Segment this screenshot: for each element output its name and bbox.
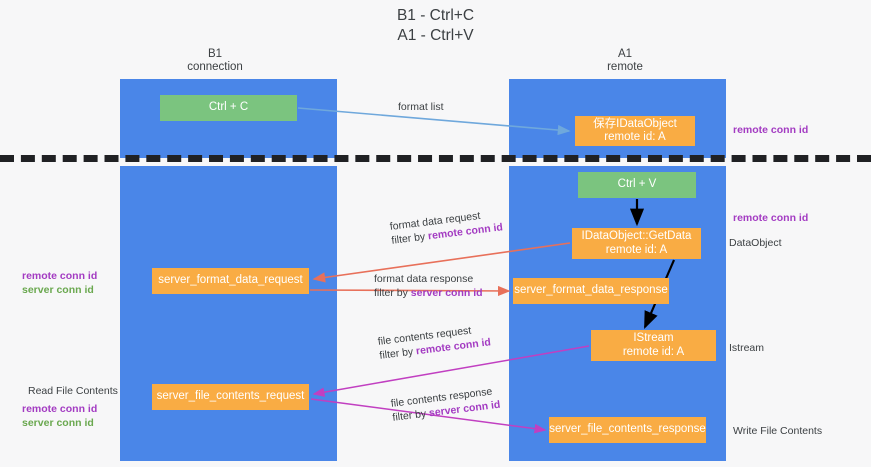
node-server-format-data-response[interactable]: server_format_data_response — [513, 278, 669, 304]
node-ctrl-c[interactable]: Ctrl + C — [160, 95, 297, 121]
node-save-idataobject[interactable]: 保存IDataObject remote id: A — [575, 116, 695, 146]
filter-key-server-conn-id: server conn id — [410, 287, 483, 299]
edge-label-format-data-response: format data response filter by server co… — [374, 272, 483, 300]
annotation-read-file-contents: Read File Contents — [28, 385, 118, 397]
annotation-remote-conn-id-a: remote conn id — [22, 270, 98, 282]
node-idataobject-getdata[interactable]: IDataObject::GetData remote id: A — [572, 228, 701, 259]
page-title: B1 - Ctrl+C A1 - Ctrl+V — [396, 7, 475, 44]
node-ctrl-v[interactable]: Ctrl + V — [578, 172, 696, 198]
node-server-file-contents-request[interactable]: server_file_contents_request — [152, 384, 309, 410]
annotation-dataobject: DataObject — [729, 237, 782, 249]
edge-label-format-data-response-line2: filter by server conn id — [374, 286, 483, 300]
edge-label-format-list-text: format list — [398, 101, 444, 113]
annotation-istream: Istream — [729, 342, 765, 354]
node-server-file-contents-response[interactable]: server_file_contents_response — [549, 417, 706, 443]
edge-label-format-list: format list — [398, 100, 444, 114]
lane-b1-lower — [120, 166, 337, 461]
edge-label-file-contents-response: file contents response filter by server … — [390, 384, 501, 425]
annotation-server-conn-id-b: server conn id — [22, 417, 94, 429]
phase-divider — [0, 155, 871, 162]
annotation-write-file-contents: Write File Contents — [733, 425, 823, 437]
column-header-b1: B1 connection — [187, 48, 243, 73]
lane-a1-lower — [509, 166, 726, 461]
annotation-remote-conn-id-top: remote conn id — [733, 124, 809, 136]
filter-prefix: filter by — [390, 230, 429, 247]
annotation-remote-conn-id-b: remote conn id — [22, 403, 98, 415]
node-istream[interactable]: IStream remote id: A — [591, 330, 716, 361]
column-header-a1: A1 remote — [607, 48, 643, 73]
annotation-conn-id-legend-bottom: remote conn id server conn id — [22, 402, 97, 430]
filter-prefix: filter by — [391, 407, 430, 424]
annotation-server-conn-id-a: server conn id — [22, 284, 94, 296]
edge-label-format-data-request: format data request filter by remote con… — [389, 206, 504, 247]
edge-label-format-data-response-line1: format data response — [374, 273, 474, 285]
annotation-remote-conn-id-mid: remote conn id — [733, 212, 809, 224]
filter-prefix: filter by — [378, 345, 417, 362]
filter-prefix: filter by — [374, 287, 411, 299]
edge-label-file-contents-request: file contents request filter by remote c… — [377, 321, 492, 362]
node-server-format-data-request[interactable]: server_format_data_request — [152, 268, 309, 294]
annotation-conn-id-legend-top: remote conn id server conn id — [22, 269, 97, 297]
